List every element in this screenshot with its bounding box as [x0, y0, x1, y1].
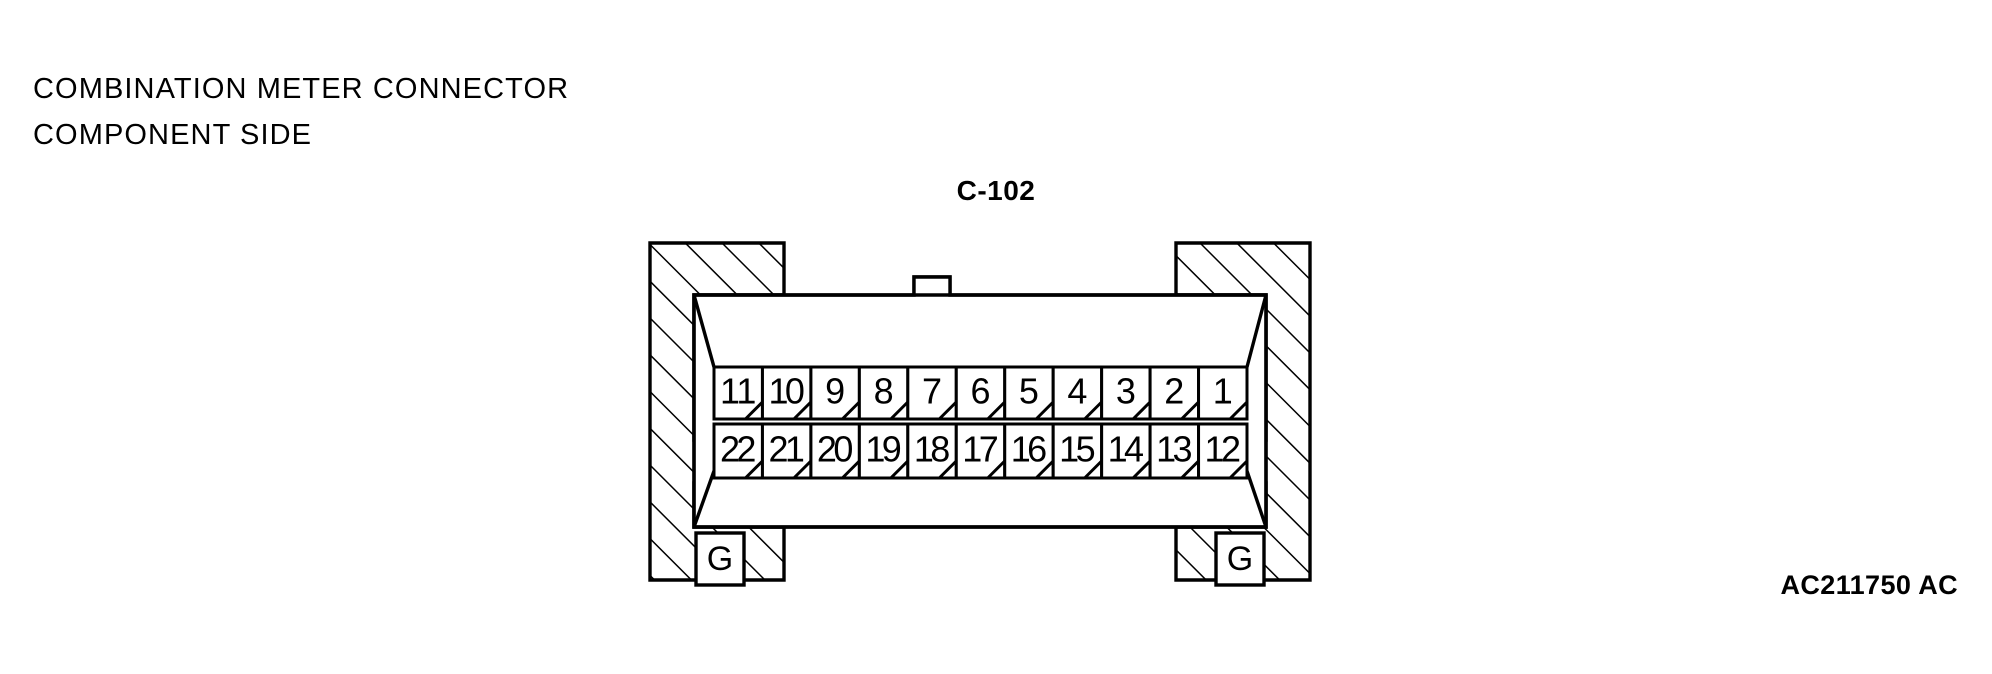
- pin-chamfer-mark: [1228, 459, 1249, 480]
- pin-cell[interactable]: 19: [857, 422, 910, 480]
- pin-number: 19: [865, 429, 901, 470]
- pin-number: 5: [1019, 371, 1039, 412]
- pin-number: 20: [817, 429, 853, 470]
- connector-id-text: C-102: [956, 175, 1036, 206]
- pin-chamfer-mark: [744, 400, 764, 421]
- pin-chamfer-mark: [1035, 459, 1055, 480]
- pin-cell[interactable]: 8: [857, 365, 910, 421]
- pin-chamfer-mark: [889, 400, 909, 421]
- pin-cell[interactable]: 21: [760, 422, 813, 480]
- pin-cell[interactable]: 18: [906, 422, 958, 480]
- pin-chamfer-mark: [1035, 400, 1055, 421]
- pin-number: 3: [1116, 371, 1136, 412]
- pin-chamfer-mark: [1083, 459, 1103, 480]
- pin-chamfer-mark: [986, 400, 1006, 421]
- bevel-bottom-right: [1245, 470, 1268, 528]
- pin-cell[interactable]: 11: [712, 365, 764, 421]
- ground-terminal-left: G: [694, 531, 746, 587]
- pin-chamfer-mark: [841, 400, 861, 421]
- pin-chamfer-mark: [1180, 400, 1200, 421]
- pin-cell-box: [1003, 422, 1055, 480]
- connector-inner-cavity: [692, 293, 1268, 529]
- pin-chamfer-mark: [792, 459, 812, 480]
- pin-chamfer-mark: [1132, 400, 1152, 421]
- pin-cell[interactable]: 3: [1100, 365, 1152, 421]
- title-line-1: COMBINATION METER CONNECTOR: [33, 73, 570, 105]
- pin-cell[interactable]: 12: [1197, 422, 1249, 480]
- pin-number: 4: [1067, 371, 1087, 412]
- pin-chamfer-mark: [744, 459, 764, 480]
- pin-number: 14: [1108, 429, 1144, 470]
- pin-number: 10: [768, 371, 804, 412]
- pin-chamfer-mark: [889, 459, 909, 480]
- pin-number: 12: [1205, 429, 1241, 470]
- pin-number: 22: [720, 429, 756, 470]
- pin-cell[interactable]: 7: [906, 365, 958, 421]
- pin-number: 18: [914, 429, 950, 470]
- pin-chamfer-mark: [841, 459, 861, 480]
- pin-number: 11: [720, 371, 756, 412]
- connector-id-label: C-102: [0, 175, 1992, 207]
- pin-cell[interactable]: 1: [1197, 365, 1249, 421]
- pin-number: 9: [825, 371, 845, 412]
- bevel-top-right: [1245, 294, 1268, 368]
- pin-number: 6: [970, 371, 990, 412]
- pin-number: 17: [962, 429, 998, 470]
- pin-row-bottom: 22 21 20 19 18 17 16 15 14 13 12: [712, 422, 1249, 480]
- pin-number: 21: [768, 429, 804, 470]
- pin-cell[interactable]: 2: [1148, 365, 1201, 421]
- pin-chamfer-mark: [986, 459, 1006, 480]
- pin-cell[interactable]: 6: [954, 365, 1007, 421]
- locking-tab: [912, 275, 952, 295]
- ground-left-label: G: [707, 540, 733, 578]
- pin-cell-box: [954, 422, 1007, 480]
- pin-number: 16: [1011, 429, 1047, 470]
- pin-cell[interactable]: 4: [1051, 365, 1104, 421]
- pin-cell[interactable]: 17: [954, 422, 1007, 480]
- pin-number: 8: [874, 371, 894, 412]
- bevel-bottom-left: [692, 470, 716, 528]
- pin-cell[interactable]: 5: [1003, 365, 1055, 421]
- ground-terminal-right: G: [1214, 531, 1266, 587]
- pin-chamfer-mark: [1083, 400, 1103, 421]
- bevel-top-left: [692, 294, 716, 368]
- pin-cell-box: [1003, 365, 1055, 421]
- pin-number: 15: [1059, 429, 1095, 470]
- ground-right-label: G: [1227, 540, 1253, 578]
- figure-code: AC211750 AC: [1780, 570, 1958, 600]
- pin-chamfer-mark: [792, 400, 812, 421]
- pin-chamfer-mark: [1132, 459, 1152, 480]
- pin-cell[interactable]: 14: [1100, 422, 1152, 480]
- pin-cell[interactable]: 22: [712, 422, 764, 480]
- title-line-2: COMPONENT SIDE: [33, 119, 313, 151]
- pin-cell[interactable]: 9: [809, 365, 861, 421]
- pin-number: 1: [1213, 371, 1233, 412]
- pin-chamfer-mark: [1228, 400, 1249, 421]
- pin-number: 13: [1156, 429, 1192, 470]
- pin-cell[interactable]: 13: [1148, 422, 1201, 480]
- pin-chamfer-mark: [1180, 459, 1200, 480]
- pin-cell[interactable]: 16: [1003, 422, 1055, 480]
- pin-chamfer-mark: [938, 400, 958, 421]
- page-title: COMBINATION METER CONNECTOR COMPONENT SI…: [33, 66, 569, 158]
- pin-number: 7: [922, 371, 942, 412]
- pin-number: 2: [1164, 371, 1184, 412]
- pin-cell[interactable]: 20: [809, 422, 861, 480]
- pin-cell[interactable]: 15: [1051, 422, 1104, 480]
- pin-chamfer-mark: [938, 459, 958, 480]
- pin-cell[interactable]: 10: [760, 365, 813, 421]
